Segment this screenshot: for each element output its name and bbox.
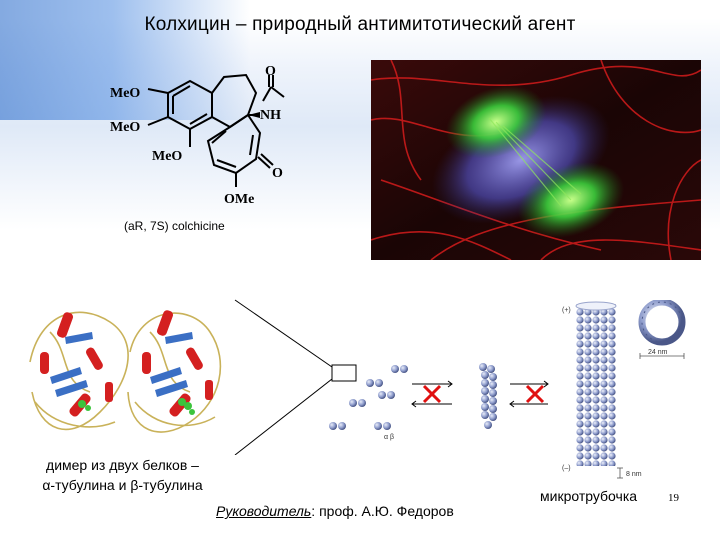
colchicine-structure-drawing: MeO MeO MeO O NH O OMe bbox=[110, 64, 285, 207]
microtubule-cylinder bbox=[576, 304, 616, 466]
header-band-accent bbox=[0, 0, 250, 120]
tubulin-dimer-ribbon-image bbox=[20, 292, 222, 450]
meo-label-3: MeO bbox=[152, 149, 182, 164]
block-cross-2 bbox=[525, 384, 545, 404]
nh-label: NH bbox=[260, 108, 281, 123]
tropolone-o-label: O bbox=[272, 166, 283, 181]
polymerization-scheme: α β bbox=[230, 295, 550, 456]
supervisor-label: Руководитель bbox=[216, 503, 312, 519]
microtubule-image: (+) (–) 24 nm 8 nm bbox=[560, 298, 710, 490]
equilibrium-arrows-2 bbox=[509, 380, 549, 408]
meo-label-1: MeO bbox=[110, 86, 140, 101]
supervisor-name: : проф. А.Ю. Федоров bbox=[311, 503, 454, 519]
dimer-caption: димер из двух белков – α-тубулина и β-ту… bbox=[20, 455, 225, 495]
dimer-box bbox=[331, 364, 357, 382]
mitosis-microscopy-image bbox=[370, 59, 702, 261]
dimer-caption-line-2: α-тубулина и β-тубулина bbox=[42, 477, 203, 493]
meo-label-2: MeO bbox=[110, 120, 140, 135]
page-number: 19 bbox=[668, 492, 679, 504]
block-cross-1 bbox=[422, 384, 442, 404]
microtubule-caption: микротрубочка bbox=[540, 488, 638, 504]
diameter-label: 24 nm bbox=[648, 349, 668, 356]
colchicine-caption: (aR, 7S) colchicine bbox=[124, 219, 225, 233]
dimer-length-label: 8 nm bbox=[626, 471, 642, 478]
slide-title: Колхицин – природный антимитотический аг… bbox=[144, 14, 576, 35]
colchicine-structure: MeO MeO MeO O NH O OMe bbox=[90, 64, 330, 215]
microtubule-cross-section bbox=[638, 298, 686, 346]
minus-end-label: (–) bbox=[562, 465, 571, 472]
plus-end-label: (+) bbox=[562, 307, 571, 314]
equilibrium-arrows-1 bbox=[411, 380, 453, 408]
dimer-caption-line-1: димер из двух белков – bbox=[46, 457, 199, 473]
alpha-beta-label: α β bbox=[384, 434, 394, 441]
protofilament bbox=[479, 363, 497, 429]
supervisor-line: Руководитель: проф. А.Ю. Федоров bbox=[216, 503, 454, 519]
ome-label: OMe bbox=[224, 192, 254, 207]
zoom-lines bbox=[234, 299, 333, 456]
carbonyl-o-label: O bbox=[265, 65, 276, 79]
